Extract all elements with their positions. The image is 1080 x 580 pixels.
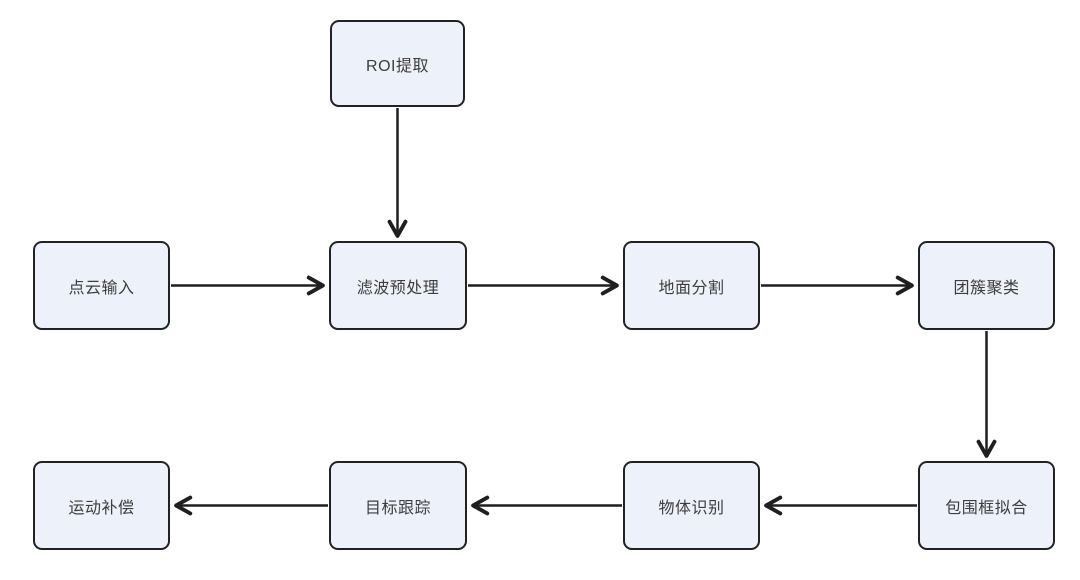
node-filter-preprocessing-label: 滤波预处理: [356, 279, 440, 297]
node-cluster-clustering: 团簇聚类: [918, 241, 1055, 330]
node-cluster-clustering-label: 团簇聚类: [953, 279, 1020, 297]
node-target-tracking-label: 目标跟踪: [364, 499, 431, 517]
node-ground-segmentation-label: 地面分割: [658, 279, 725, 297]
node-filter-preprocessing: 滤波预处理: [329, 241, 467, 330]
node-ground-segmentation: 地面分割: [623, 241, 760, 330]
node-motion-compensation-label: 运动补偿: [68, 499, 135, 517]
node-point-cloud-input: 点云输入: [33, 241, 170, 330]
node-motion-compensation: 运动补偿: [33, 461, 170, 550]
node-bounding-box-fitting: 包围框拟合: [918, 461, 1055, 550]
node-bounding-box-fitting-label: 包围框拟合: [945, 499, 1028, 517]
node-object-recognition-label: 物体识别: [658, 499, 725, 517]
node-object-recognition: 物体识别: [623, 461, 760, 550]
node-point-cloud-input-label: 点云输入: [68, 279, 135, 297]
node-roi-extraction-label: ROI提取: [366, 57, 429, 75]
node-target-tracking: 目标跟踪: [329, 461, 467, 550]
node-roi-extraction: ROI提取: [330, 20, 465, 107]
